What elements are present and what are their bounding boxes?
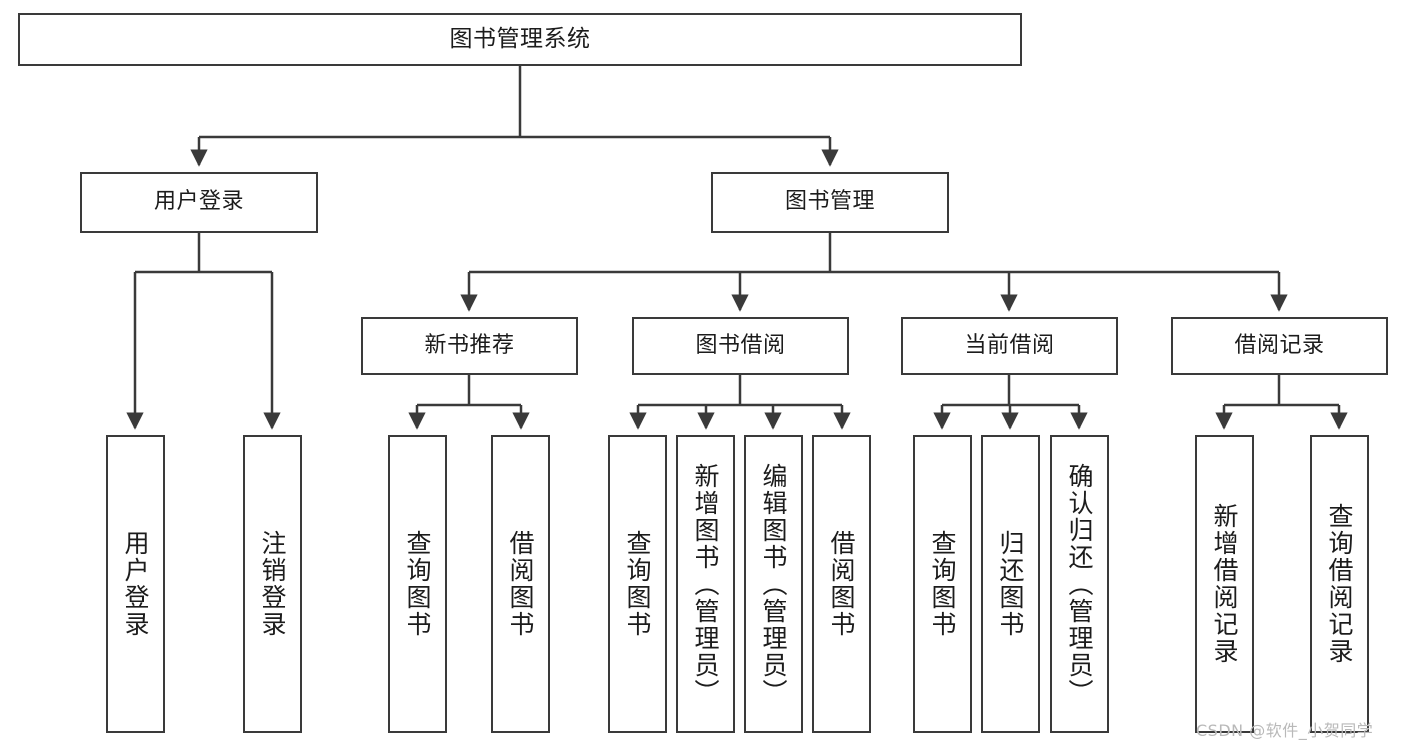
- node-book-borrow[interactable]: 图书借阅: [632, 317, 849, 375]
- watermark-text: CSDN @软件_小贺同学: [1196, 721, 1374, 740]
- node-book-management[interactable]: 图书管理: [711, 172, 949, 233]
- node-label: 借阅图书: [827, 530, 856, 638]
- node-label: 确认归还（管理员）: [1065, 462, 1094, 706]
- node-label: 借阅图书: [506, 530, 535, 638]
- leaf-new-book-borrow[interactable]: 借阅图书: [491, 435, 550, 733]
- leaf-borrow-record-query[interactable]: 查询借阅记录: [1310, 435, 1369, 733]
- leaf-current-borrow-return[interactable]: 归还图书: [981, 435, 1040, 733]
- node-label: 查询图书: [928, 530, 957, 638]
- leaf-book-borrow-edit[interactable]: 编辑图书（管理员）: [744, 435, 803, 733]
- leaf-book-borrow-borrow[interactable]: 借阅图书: [812, 435, 871, 733]
- node-label: 注销登录: [258, 530, 287, 638]
- node-user-login[interactable]: 用户登录: [80, 172, 318, 233]
- node-borrow-record[interactable]: 借阅记录: [1171, 317, 1388, 375]
- node-new-book-recommend[interactable]: 新书推荐: [361, 317, 578, 375]
- node-label: 借阅记录: [1234, 332, 1325, 358]
- leaf-new-book-query[interactable]: 查询图书: [388, 435, 447, 733]
- leaf-user-login-logout[interactable]: 注销登录: [243, 435, 302, 733]
- node-label: 编辑图书（管理员）: [759, 462, 788, 706]
- node-label: 查询图书: [403, 530, 432, 638]
- node-label: 新增借阅记录: [1210, 503, 1239, 665]
- node-label: 图书管理系统: [449, 25, 591, 52]
- leaf-user-login-login[interactable]: 用户登录: [106, 435, 165, 733]
- node-label: 用户登录: [153, 189, 244, 215]
- node-label: 归还图书: [996, 530, 1025, 638]
- node-label: 查询借阅记录: [1325, 503, 1354, 665]
- leaf-book-borrow-add[interactable]: 新增图书（管理员）: [676, 435, 735, 733]
- node-label: 图书管理: [784, 189, 875, 215]
- leaf-borrow-record-add[interactable]: 新增借阅记录: [1195, 435, 1254, 733]
- node-label: 用户登录: [121, 530, 150, 638]
- node-label: 新书推荐: [424, 332, 515, 358]
- node-label: 图书借阅: [695, 332, 786, 358]
- node-root-system[interactable]: 图书管理系统: [18, 13, 1022, 66]
- node-label: 当前借阅: [964, 332, 1055, 358]
- node-label: 新增图书（管理员）: [691, 462, 720, 706]
- node-label: 查询图书: [623, 530, 652, 638]
- leaf-book-borrow-query[interactable]: 查询图书: [608, 435, 667, 733]
- leaf-current-borrow-query[interactable]: 查询图书: [913, 435, 972, 733]
- node-current-borrow[interactable]: 当前借阅: [901, 317, 1118, 375]
- leaf-current-borrow-confirm[interactable]: 确认归还（管理员）: [1050, 435, 1109, 733]
